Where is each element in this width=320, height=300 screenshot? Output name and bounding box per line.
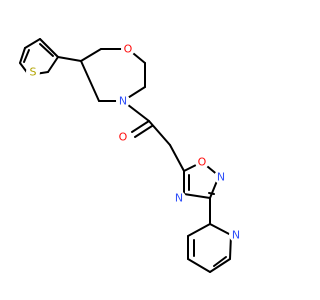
molecule-structure: S O N O O N N N <box>19 38 243 273</box>
chain-bond-1 <box>148 120 171 146</box>
svg-text:N: N <box>119 95 127 108</box>
pyridine-nitrogen-atom: N <box>229 228 243 242</box>
oxadiazole-oxygen-atom: O <box>195 155 209 169</box>
svg-text:O: O <box>119 131 128 144</box>
morpholine-nitrogen-atom: N <box>116 94 130 108</box>
atom-labels: S O N O O N N N <box>26 42 243 242</box>
morpholine-ring <box>80 48 146 102</box>
carbonyl-double-bond-2 <box>134 125 153 138</box>
thiophene-morpholine-bond <box>57 56 82 62</box>
svg-text:S: S <box>30 66 37 79</box>
chain-bond-2 <box>169 144 185 172</box>
svg-text:N: N <box>175 192 183 205</box>
carbonyl-oxygen-atom: O <box>116 130 130 144</box>
svg-text:N: N <box>217 171 225 184</box>
svg-text:O: O <box>124 43 133 56</box>
oxadiazole-nitrogen-atom-right: N <box>214 170 228 184</box>
morpholine-oxygen-atom: O <box>121 42 135 56</box>
svg-text:O: O <box>198 156 207 169</box>
oxadiazole-nitrogen-atom-left: N <box>172 191 186 205</box>
thiophene-sulfur-atom: S <box>26 65 40 79</box>
svg-text:N: N <box>232 229 240 242</box>
pyridine-ring <box>187 223 232 273</box>
carbonyl-double-bond <box>131 120 150 133</box>
